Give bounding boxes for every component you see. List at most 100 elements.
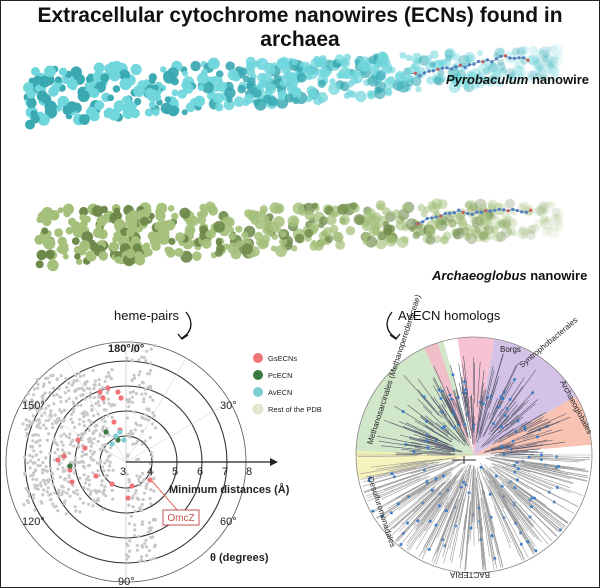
pdb-point xyxy=(84,481,88,485)
wire-atom xyxy=(85,75,93,83)
pdb-point xyxy=(139,423,143,427)
wire-atom xyxy=(535,62,542,69)
pdb-point xyxy=(101,465,105,469)
wire-atom xyxy=(538,49,549,59)
pdb-point xyxy=(34,453,38,457)
pdb-point xyxy=(31,493,36,497)
wire-atom xyxy=(276,59,288,70)
wire-atom xyxy=(74,253,81,260)
wire-atom xyxy=(179,207,191,219)
pdb-point xyxy=(46,376,50,380)
tree-node xyxy=(505,407,509,410)
pdb-point xyxy=(45,469,50,473)
pdb-point xyxy=(101,386,105,390)
wire-atom xyxy=(518,203,526,211)
pdb-point xyxy=(91,498,95,502)
wire-atom xyxy=(197,215,207,225)
wire-atom xyxy=(62,253,69,260)
tree-node xyxy=(443,425,446,429)
wire-atom xyxy=(544,76,552,84)
pdb-point xyxy=(128,391,132,395)
wire-atom xyxy=(134,254,146,266)
nanowire-illustrations xyxy=(23,44,565,272)
wire-atom xyxy=(168,237,176,245)
pdb-point xyxy=(131,442,135,446)
tree-node xyxy=(439,396,443,400)
wire-atom xyxy=(127,210,140,222)
pdb-point xyxy=(39,450,43,454)
pdb-point xyxy=(26,392,30,396)
wire-atom xyxy=(545,215,552,223)
tree-node xyxy=(469,526,473,530)
wire-atom xyxy=(542,54,549,62)
pdb-point xyxy=(150,454,155,459)
pdb-point xyxy=(91,471,95,475)
pdb-point xyxy=(113,403,117,407)
pdb-point xyxy=(52,438,56,442)
wire-atom xyxy=(448,81,461,93)
pdb-point xyxy=(98,434,102,438)
pdb-point xyxy=(76,443,80,447)
wire-atom xyxy=(474,198,487,211)
wire-atom xyxy=(329,78,336,85)
wire-atom xyxy=(346,89,354,98)
wire-atom xyxy=(241,231,249,239)
wire-atom xyxy=(467,71,477,82)
wire-atom xyxy=(417,204,426,212)
wire-atom xyxy=(539,215,550,226)
wire-atom xyxy=(175,232,186,243)
pdb-point xyxy=(127,522,132,526)
wire-atom xyxy=(394,70,406,82)
wire-atom xyxy=(316,59,324,67)
wire-atom xyxy=(233,96,245,107)
pdb-point xyxy=(128,549,132,553)
pdb-point xyxy=(144,392,148,396)
wire-atom xyxy=(215,70,224,78)
wire-atom xyxy=(539,216,547,224)
pdb-point xyxy=(47,404,51,408)
wire-atom xyxy=(429,61,436,68)
wire-atom xyxy=(546,201,554,208)
pdb-point xyxy=(55,393,59,397)
wire-atom xyxy=(71,237,80,246)
wire-atom xyxy=(79,240,91,252)
wire-atom xyxy=(319,67,331,78)
wire-atom xyxy=(279,79,287,87)
pdb-point xyxy=(29,474,33,478)
pdb-point xyxy=(74,509,78,513)
pdb-point xyxy=(151,398,155,402)
pdb-point xyxy=(51,483,55,487)
pdb-point xyxy=(60,425,64,429)
wire-atom xyxy=(501,215,514,228)
wire-atom xyxy=(507,74,514,81)
pdb-point xyxy=(108,464,112,468)
wire-ligand-atom xyxy=(512,56,517,60)
pdb-point xyxy=(144,417,148,421)
wire-atom xyxy=(440,235,449,244)
pdb-point xyxy=(31,439,35,443)
wire-atom xyxy=(495,220,505,230)
pdb-point xyxy=(91,432,95,436)
pdb-point xyxy=(85,386,89,390)
wire-atom xyxy=(461,227,470,236)
wire-atom xyxy=(350,202,358,210)
pdb-point xyxy=(78,497,82,501)
wire-atom xyxy=(550,223,559,232)
wire-atom xyxy=(37,113,50,126)
wire-atom xyxy=(193,95,206,107)
wire-atom xyxy=(551,207,561,217)
wire-atom xyxy=(43,237,56,250)
wire-atom xyxy=(489,61,497,69)
pdb-point xyxy=(154,426,158,430)
wire-atom xyxy=(545,45,553,53)
heme-pairs-label: heme-pairs xyxy=(114,308,180,323)
tree-node xyxy=(534,549,538,553)
wire-atom xyxy=(89,88,100,99)
wire-ligand-atom xyxy=(484,209,488,213)
pdb-point xyxy=(130,400,134,404)
wire-atom xyxy=(469,202,478,212)
wire-atom xyxy=(526,230,536,240)
tree-node xyxy=(511,439,515,443)
wire-atom xyxy=(487,202,496,210)
